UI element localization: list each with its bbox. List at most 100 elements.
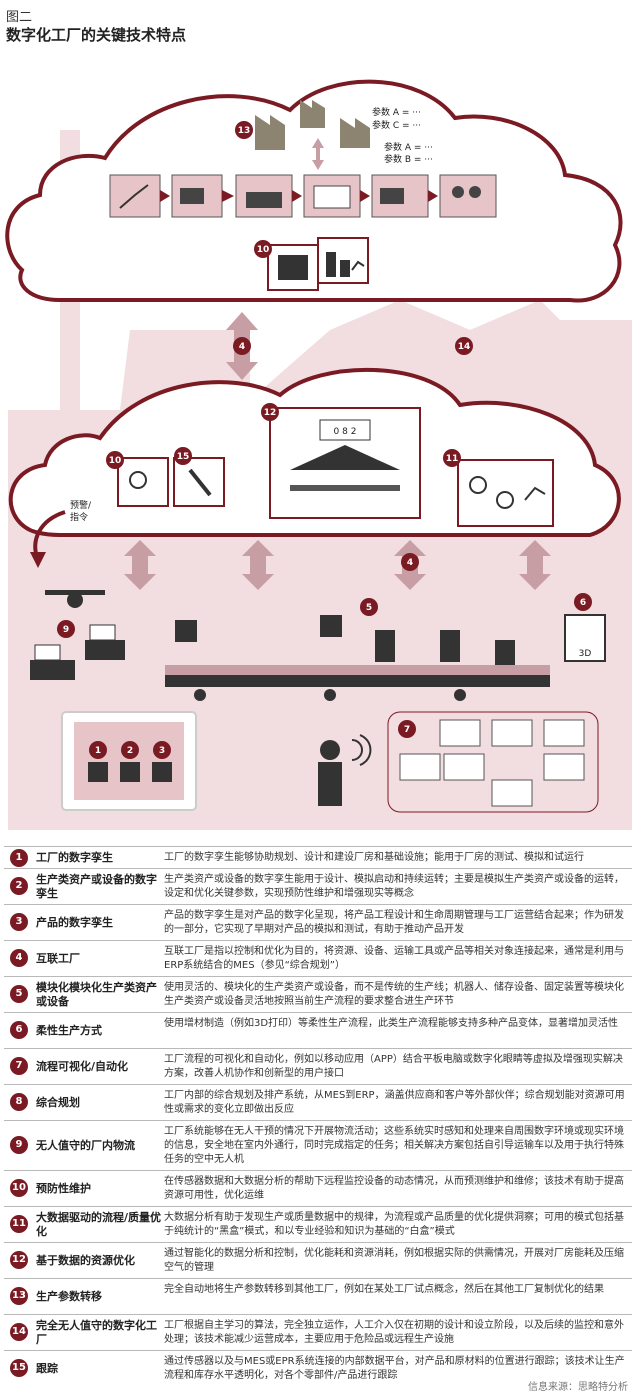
legend-term: 跟踪	[36, 1362, 58, 1375]
svg-text:1: 1	[95, 746, 101, 756]
legend-desc: 大数据分析有助于发现生产或质量数据中的规律，为流程或产品质量的优化提供洞察；可用…	[164, 1212, 624, 1237]
printer-label: 3D	[579, 649, 592, 659]
badge-13: 13	[235, 121, 253, 139]
legend-num: 5	[10, 985, 28, 1003]
svg-text:6: 6	[580, 598, 586, 608]
legend-num: 1	[10, 849, 28, 867]
middle-icons: 0 8 2	[117, 407, 554, 527]
svg-text:7: 7	[404, 725, 410, 735]
legend-num: 12	[10, 1251, 28, 1269]
legend-term: 生产参数转移	[36, 1290, 102, 1303]
legend-num: 13	[10, 1287, 28, 1305]
badge-14: 14	[455, 337, 473, 355]
drone	[45, 590, 105, 608]
legend-desc: 工厂系统能够在无人干预的情况下开展物流活动；这些系统实时感知和处理来自周围数字环…	[164, 1126, 624, 1165]
param-c: 参数 C = ···	[372, 119, 421, 131]
svg-text:4: 4	[239, 342, 245, 352]
param-b: 参数 B = ···	[384, 153, 433, 165]
factory-diagram: 0 8 2 预警/ 指令	[5, 79, 632, 830]
badge-5: 5	[360, 598, 378, 616]
legend-desc: 产品的数字孪生是对产品的数字化呈现，将产品工程设计和生命周期管理与工厂运营结合起…	[164, 910, 624, 935]
legend-term: 产品的数字孪生	[36, 916, 113, 929]
svg-text:10: 10	[257, 245, 270, 255]
legend-num: 2	[10, 877, 28, 895]
svg-text:4: 4	[407, 558, 413, 568]
svg-text:15: 15	[177, 452, 190, 462]
legend-num: 14	[10, 1323, 28, 1341]
figure-title: 数字化工厂的关键技术特点	[6, 26, 187, 44]
svg-text:10: 10	[109, 456, 122, 466]
legend-term: 基于数据的资源优化	[36, 1254, 135, 1267]
legend-desc: 通过传感器以及与MES或EPR系统连接的内部数据平台，对产品和原材料的位置进行跟…	[164, 1356, 625, 1381]
legend-term: 柔性生产方式	[36, 1024, 102, 1037]
badge-12: 12	[261, 403, 279, 421]
badge-6: 6	[574, 593, 592, 611]
legend-num: 4	[10, 949, 28, 967]
3d-printer: 3D	[564, 614, 606, 662]
legend-term: 完全无人值守的数字化工厂	[36, 1319, 157, 1346]
source-note: 信息来源：思略特分析	[528, 1382, 628, 1393]
legend-num: 3	[10, 913, 28, 931]
legend-term: 大数据驱动的流程/质量优化	[36, 1211, 162, 1238]
param-a-1: 参数 A = ···	[372, 106, 421, 118]
legend-num: 7	[10, 1057, 28, 1075]
conveyor	[165, 665, 550, 701]
svg-text:3: 3	[159, 746, 165, 756]
badge-9: 9	[57, 620, 75, 638]
legend-row-12: 12 基于数据的资源优化 通过智能化的数据分析和控制，优化能耗和资源消耗，例如根…	[4, 1242, 632, 1279]
legend-term: 预防性维护	[36, 1182, 91, 1195]
badge-4-top: 4	[233, 337, 251, 355]
legend-row-8: 8 综合规划 工厂内部的综合规划及排产系统，从MES到ERP，涵盖供应商和客户等…	[4, 1084, 632, 1121]
badge-11: 11	[443, 449, 461, 467]
agv-vehicles	[30, 624, 125, 680]
visualization-panel	[387, 711, 599, 813]
worker-ar	[318, 734, 372, 806]
badge-8: 10	[254, 240, 272, 258]
warning-label-2: 指令	[70, 511, 88, 523]
svg-text:5: 5	[366, 603, 372, 613]
legend-row-3: 3 产品的数字孪生 产品的数字孪生是对产品的数字化呈现，将产品工程设计和生命周期…	[4, 904, 632, 941]
legend-num: 9	[10, 1136, 28, 1154]
legend-desc: 工厂根据自主学习的算法，完全独立运作，人工介入仅在初期的设计和设立阶段，以及后续…	[164, 1320, 624, 1345]
warning-label-1: 预警/	[70, 499, 92, 511]
legend-term: 生产类资产或设备的数字孪生	[36, 873, 157, 900]
legend-term: 工厂的数字孪生	[36, 851, 113, 864]
figure-label: 图二	[6, 10, 33, 25]
legend-row-13: 13 生产参数转移 完全自动地将生产参数转移到其他工厂，例如在某处工厂试点概念，…	[4, 1278, 632, 1315]
legend-desc: 生产类资产或设备的数字孪生能用于设计、模拟启动和持续运转；主要是模拟生产类资产或…	[164, 874, 624, 899]
exchange-arrow-top	[312, 138, 324, 170]
legend-desc: 互联工厂是指以控制和优化为目的，将资源、设备、运输工具或产品等相关对象连接起来，…	[164, 946, 624, 971]
badge-2: 2	[121, 741, 139, 759]
badge-4-bottom: 4	[401, 553, 419, 571]
legend-row-10: 10 预防性维护 在传感器数据和大数据分析的帮助下远程监控设备的动态情况，从而预…	[4, 1170, 632, 1207]
legend-num: 15	[10, 1359, 28, 1377]
svg-text:2: 2	[127, 746, 133, 756]
legend-term: 综合规划	[36, 1096, 80, 1109]
badge-3: 3	[153, 741, 171, 759]
display-number: 0 8 2	[334, 427, 357, 437]
badge-7: 7	[398, 720, 416, 738]
legend-desc: 工厂流程的可视化和自动化，例如以移动应用（APP）结合平板电脑或数字化眼睛等虚拟…	[164, 1054, 623, 1079]
legend-num: 10	[10, 1179, 28, 1197]
legend-row-2: 2 生产类资产或设备的数字孪生 生产类资产或设备的数字孪生能用于设计、模拟启动和…	[4, 868, 632, 905]
legend-row-5: 5 模块化模块化生产类资产或设备 使用灵活的、模块化的生产类资产或设备，而不是传…	[4, 976, 632, 1013]
legend-desc: 工厂的数字孪生能够协助规划、设计和建设厂房和基础设施；能用于厂房的测试、模拟和试…	[164, 852, 584, 863]
legend-num: 8	[10, 1093, 28, 1111]
legend-row-11: 11 大数据驱动的流程/质量优化 大数据分析有助于发现生产或质量数据中的规律，为…	[4, 1206, 632, 1243]
legend-desc: 工厂内部的综合规划及排产系统，从MES到ERP，涵盖供应商和客户等外部伙伴；综合…	[164, 1090, 625, 1115]
param-a-2: 参数 A = ···	[384, 141, 433, 153]
legend-desc: 使用灵活的、模块化的生产类资产或设备，而不是传统的生产线；机器人、储存设备、固定…	[164, 982, 624, 1007]
factory-icons-top	[255, 100, 370, 150]
legend-row-7: 7 流程可视化/自动化 工厂流程的可视化和自动化，例如以移动应用（APP）结合平…	[4, 1048, 632, 1085]
legend-term: 互联工厂	[36, 952, 80, 965]
legend-row-15: 15 跟踪 通过传感器以及与MES或EPR系统连接的内部数据平台，对产品和原材料…	[4, 1350, 632, 1387]
legend-term: 流程可视化/自动化	[36, 1060, 129, 1073]
svg-text:13: 13	[238, 126, 251, 136]
legend-desc: 完全自动地将生产参数转移到其他工厂，例如在某处工厂试点概念，然后在其他工厂复制优…	[164, 1284, 604, 1295]
legend-desc: 在传感器数据和大数据分析的帮助下远程监控设备的动态情况，从而预测维护和维修；该技…	[164, 1176, 624, 1201]
badge-15: 15	[174, 447, 192, 465]
legend-row-14: 14 完全无人值守的数字化工厂 工厂根据自主学习的算法，完全独立运作，人工介入仅…	[4, 1314, 632, 1351]
legend-desc: 使用增材制造（例如3D打印）等柔性生产流程，此类生产流程能够支持多种产品变体，显…	[164, 1018, 619, 1029]
badge-1: 1	[89, 741, 107, 759]
svg-text:12: 12	[264, 408, 277, 418]
